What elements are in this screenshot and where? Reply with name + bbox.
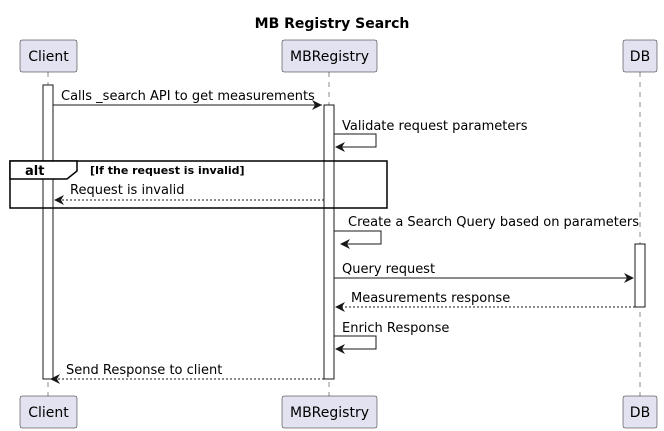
message-label: Query request xyxy=(342,262,435,277)
arrowhead xyxy=(312,100,322,110)
participant-label-registry: MBRegistry xyxy=(290,49,369,65)
activation-client xyxy=(42,84,54,380)
activation-registry xyxy=(323,104,335,380)
arrowhead xyxy=(54,195,64,205)
diagram-title: MB Registry Search xyxy=(255,16,410,32)
message-label: Enrich Response xyxy=(342,321,449,336)
message-label: Create a Search Query based on parameter… xyxy=(348,215,639,230)
message-enrich-response: Enrich Response xyxy=(334,321,449,354)
arrowhead xyxy=(335,344,345,354)
arrowhead xyxy=(50,374,60,384)
participant-db-top: DB xyxy=(622,39,658,73)
message-label: Request is invalid xyxy=(70,183,184,198)
arrowhead xyxy=(624,273,634,283)
alt-fragment: alt [If the request is invalid] xyxy=(9,160,388,209)
participant-client-bottom: Client xyxy=(19,395,78,429)
participant-registry-bottom: MBRegistry xyxy=(281,395,378,429)
message-measurements-response: Measurements response xyxy=(335,291,635,312)
message-validate: Validate request parameters xyxy=(334,119,528,152)
alt-keyword: alt xyxy=(25,164,44,179)
arrowhead xyxy=(335,142,345,152)
message-query-request: Query request xyxy=(334,262,634,283)
participant-label-db: DB xyxy=(630,49,650,65)
participant-label-db-bottom: DB xyxy=(630,405,650,421)
message-label: Send Response to client xyxy=(66,363,222,378)
alt-tab xyxy=(9,160,78,180)
arrowhead xyxy=(335,302,345,312)
participant-label-client: Client xyxy=(28,49,69,65)
participant-client-top: Client xyxy=(19,39,78,73)
arrowhead xyxy=(340,239,350,249)
alt-frame xyxy=(9,160,388,209)
message-send-response: Send Response to client xyxy=(50,363,324,384)
message-create-query: Create a Search Query based on parameter… xyxy=(334,215,639,249)
participant-label-client-bottom: Client xyxy=(28,405,69,421)
participant-registry-top: MBRegistry xyxy=(281,39,378,73)
participant-db-bottom: DB xyxy=(622,395,658,429)
message-label: Validate request parameters xyxy=(342,119,528,134)
message-request-invalid: Request is invalid xyxy=(54,183,324,205)
message-label: Calls _search API to get measurements xyxy=(61,89,315,104)
message-calls-search: Calls _search API to get measurements xyxy=(53,89,322,110)
activation-db xyxy=(634,243,646,308)
message-label: Measurements response xyxy=(351,291,510,306)
participant-label-registry-bottom: MBRegistry xyxy=(290,405,369,421)
alt-guard: [If the request is invalid] xyxy=(90,164,245,177)
